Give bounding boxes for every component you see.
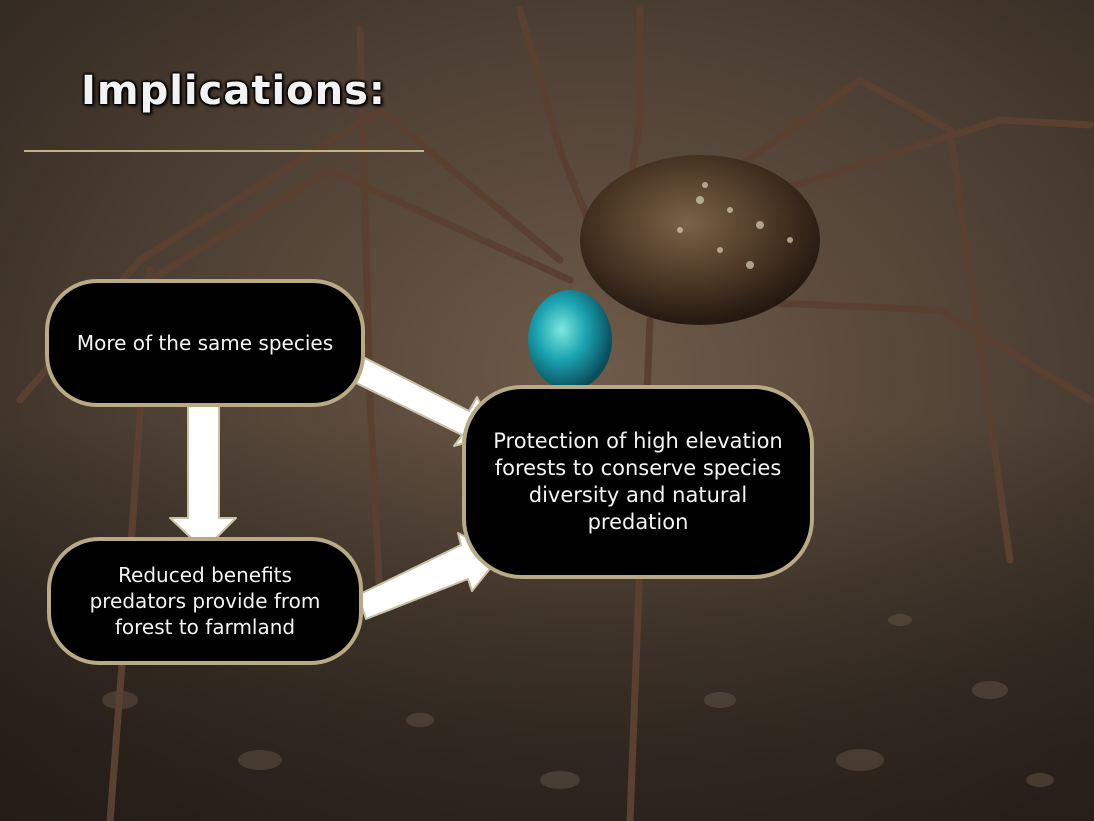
node-reduced-benefits: Reduced benefits predators provide from … bbox=[47, 537, 363, 665]
arrow-more-to-reduced bbox=[170, 405, 236, 550]
node-reduced-benefits-label: Reduced benefits predators provide from … bbox=[75, 562, 335, 640]
node-more-of-same-species: More of the same species bbox=[45, 279, 365, 407]
node-protection-label: Protection of high elevation forests to … bbox=[490, 428, 786, 536]
node-more-of-same-species-label: More of the same species bbox=[77, 330, 333, 356]
node-protection-high-elevation-forests: Protection of high elevation forests to … bbox=[462, 385, 814, 579]
